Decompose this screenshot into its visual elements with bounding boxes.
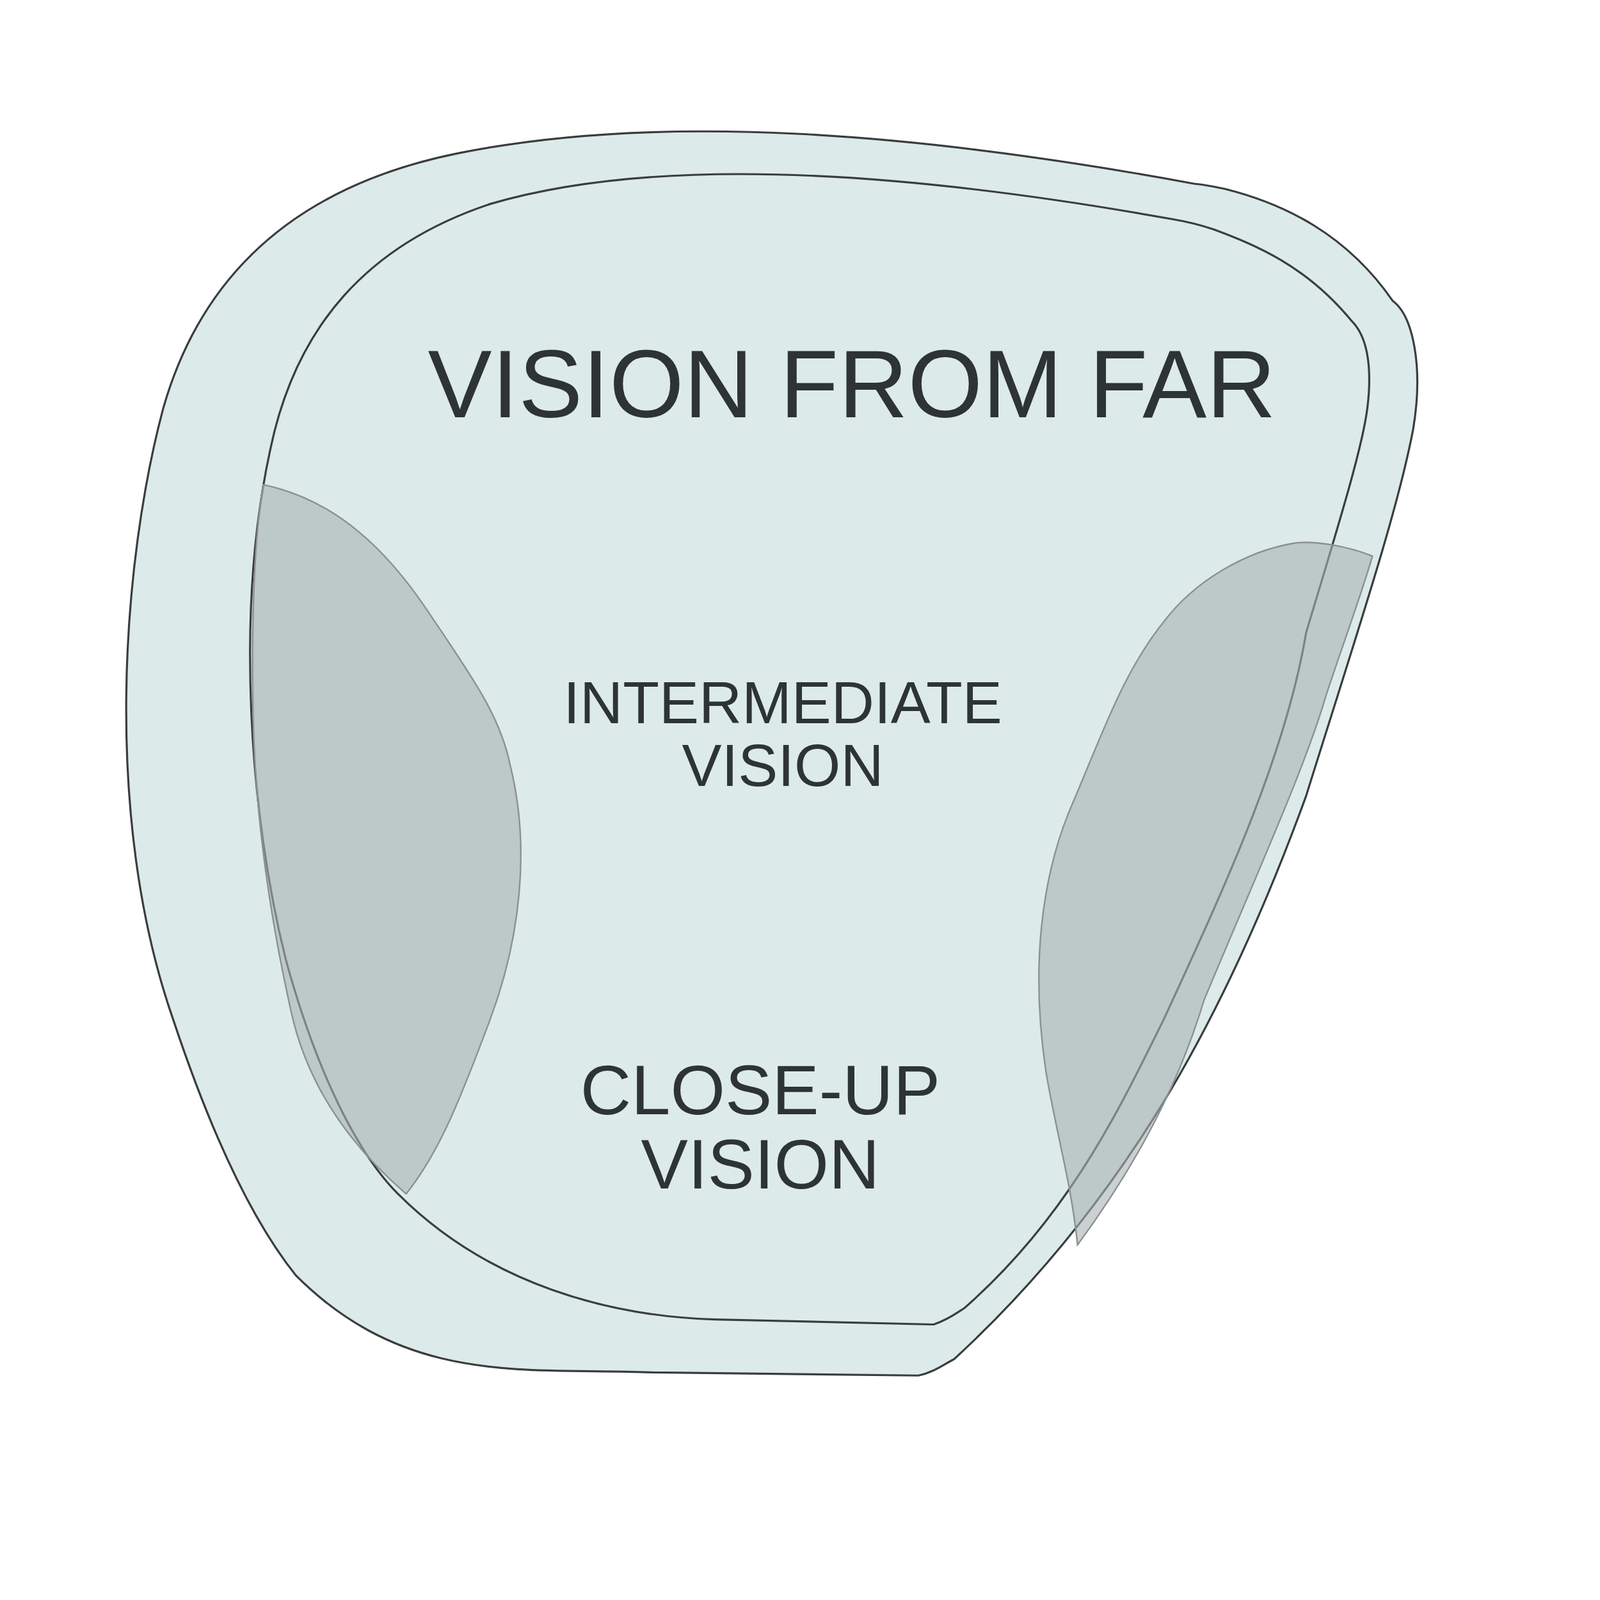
blur-zone bbox=[252, 484, 521, 1194]
blur-zone bbox=[1038, 542, 1373, 1246]
zone-label: VISION FROM FAR bbox=[423, 334, 1280, 436]
lens-outer bbox=[126, 131, 1417, 1376]
zone-label: CLOSE-UP VISION bbox=[576, 1052, 945, 1201]
zone-label: INTERMEDIATE VISION bbox=[559, 672, 1007, 797]
